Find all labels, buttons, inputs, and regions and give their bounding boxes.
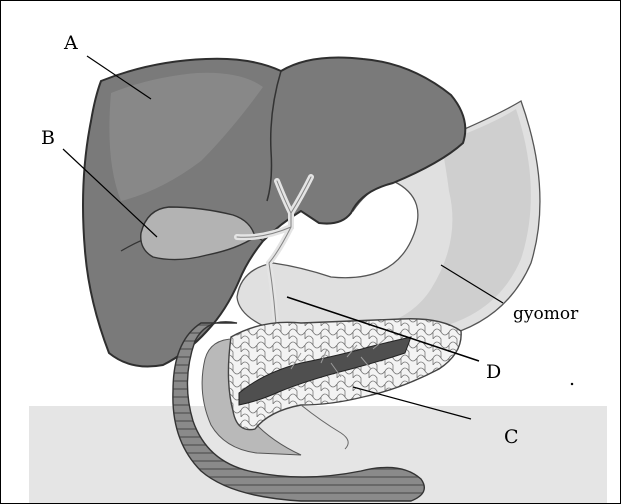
label-b: B [41,127,55,149]
label-d: D [486,361,501,383]
label-c: C [504,426,519,448]
label-stomach: gyomor [513,304,579,324]
label-a: A [63,32,78,54]
label-dot: . [569,368,575,390]
